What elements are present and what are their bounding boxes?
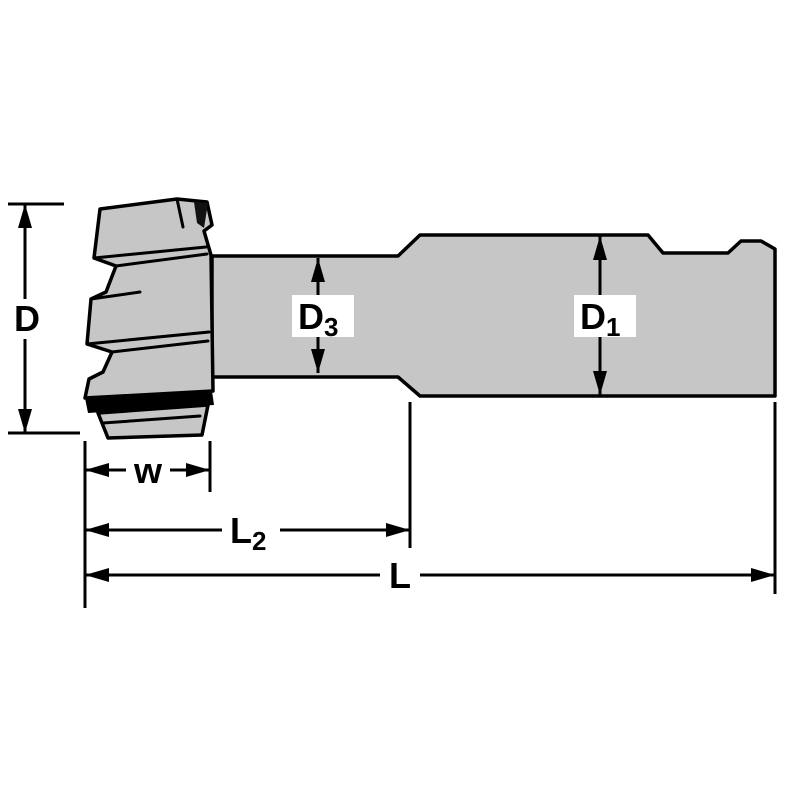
- dimension-d3: D3: [292, 258, 354, 373]
- d-label-background: [7, 299, 47, 339]
- bottom-tooth-face-line: [101, 414, 202, 425]
- l2-arrow-left-icon: [85, 523, 109, 537]
- d3-label-background: [292, 295, 354, 337]
- dimension-l: L: [85, 555, 775, 596]
- dimension-d: D: [7, 202, 80, 435]
- d1-label-background: [574, 295, 636, 337]
- d-label: D: [14, 298, 40, 339]
- l-arrow-left-icon: [85, 568, 109, 582]
- l-label-background: [380, 555, 420, 595]
- cutter-top-facet: [194, 202, 208, 228]
- dimension-l2: L2: [85, 509, 410, 556]
- d3-arrow-down-icon: [311, 349, 325, 373]
- d-arrow-up-icon: [18, 204, 32, 228]
- l-label: L: [389, 555, 411, 596]
- cutting-edge-band: [85, 391, 214, 413]
- w-label-background: [126, 451, 170, 489]
- dimension-d1: D1: [574, 236, 636, 395]
- l2-label: L2: [230, 510, 266, 556]
- shank-outline: [210, 233, 777, 398]
- w-label: w: [133, 450, 163, 491]
- w-arrow-left-icon: [85, 463, 109, 477]
- cutter-bottom-tooth: [96, 403, 210, 440]
- d1-label: D1: [580, 296, 620, 342]
- w-arrow-right-icon: [186, 463, 210, 477]
- d3-label: D3: [298, 296, 338, 342]
- d1-arrow-down-icon: [593, 371, 607, 395]
- dimension-w: w: [85, 450, 210, 491]
- d1-arrow-up-icon: [593, 236, 607, 260]
- l2-arrow-right-icon: [386, 523, 410, 537]
- cutter-flute-lines: [85, 197, 211, 354]
- l2-label-background: [222, 509, 280, 551]
- d-arrow-down-icon: [18, 409, 32, 433]
- tool-body: [83, 197, 777, 440]
- l-arrow-right-icon: [751, 568, 775, 582]
- d3-arrow-up-icon: [311, 258, 325, 282]
